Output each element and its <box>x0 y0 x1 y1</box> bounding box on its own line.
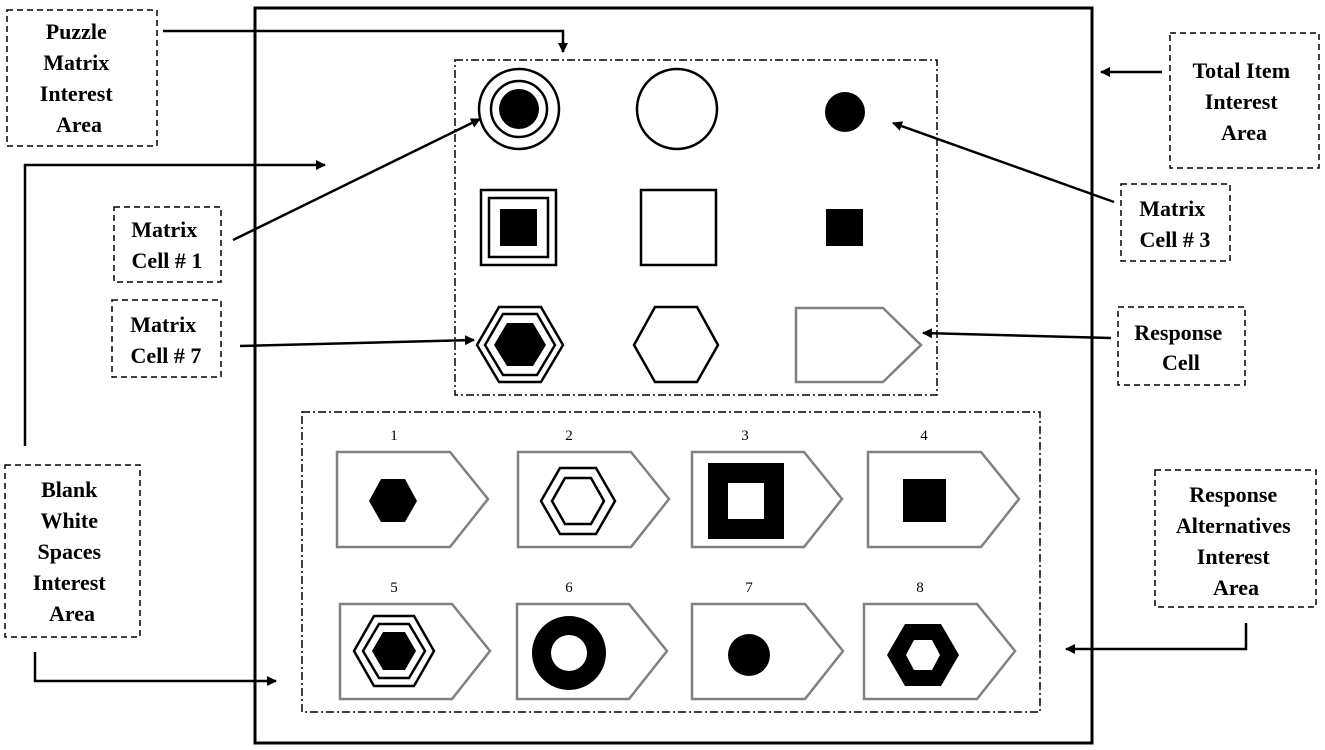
matrix-cell-2-circle <box>635 67 719 151</box>
alternative-card-5[interactable] <box>338 602 492 701</box>
alt-number-8: 8 <box>916 580 924 596</box>
alt-number-3: 3 <box>741 428 749 444</box>
response-alternatives-area <box>301 411 1041 713</box>
alt-number-1: 1 <box>390 428 398 444</box>
label-box-response-alternatives <box>1154 469 1317 608</box>
label-box-matrix-cell-3 <box>1120 183 1231 262</box>
arrow-matrix-cell-1 <box>232 117 481 242</box>
label-box-total-item <box>1169 32 1320 169</box>
arrow-blank-white-top <box>23 160 326 446</box>
label-box-blank-white <box>4 464 141 638</box>
matrix-cell-7-dot <box>494 323 546 366</box>
label-blank-white: Blank White Spaces Interest Area <box>33 477 111 626</box>
alt-number-6: 6 <box>565 580 573 596</box>
alternative-card-6[interactable] <box>515 602 669 701</box>
matrix-cell-3-dot <box>825 92 865 132</box>
arrow-matrix-cell-7 <box>239 335 475 348</box>
alternative-card-2[interactable] <box>516 450 671 549</box>
alt-number-2: 2 <box>565 428 573 444</box>
matrix-cell-6-square <box>826 209 863 246</box>
arrow-response-alternatives <box>1065 623 1248 654</box>
label-response-alternatives: Response Alternatives Interest Area <box>1176 482 1296 600</box>
alt-number-7: 7 <box>745 580 753 596</box>
arrow-matrix-cell-3 <box>892 121 1115 204</box>
label-box-response-cell <box>1117 306 1246 386</box>
alt-number-4: 4 <box>920 428 928 444</box>
alternative-card-8[interactable] <box>862 602 1017 701</box>
matrix-cell-8-hexagon <box>632 305 720 384</box>
alt1-solid-hexagon <box>369 479 417 522</box>
label-box-puzzle-matrix <box>6 9 158 147</box>
matrix-cell-1-dot <box>499 89 539 129</box>
response-cell-empty <box>794 306 923 384</box>
alternative-card-3[interactable] <box>690 450 844 549</box>
label-box-matrix-cell-7 <box>111 299 222 378</box>
total-item-frame <box>253 6 1094 745</box>
alternative-card-1[interactable] <box>335 450 490 549</box>
alt-number-5: 5 <box>390 580 398 596</box>
arrow-puzzle-matrix <box>163 29 568 53</box>
alternative-card-4[interactable] <box>866 450 1021 549</box>
label-total-item: Total Item Interest Area <box>1192 58 1295 145</box>
matrix-cell-4-dot <box>500 209 537 246</box>
label-matrix-cell-1: Matrix Cell # 1 <box>131 217 202 273</box>
puzzle-matrix-area <box>454 59 938 396</box>
label-matrix-cell-7: Matrix Cell # 7 <box>130 312 201 368</box>
arrow-response-cell <box>922 328 1112 340</box>
label-box-matrix-cell-1 <box>113 206 222 283</box>
alternative-card-7[interactable] <box>690 602 845 701</box>
label-response-cell: Response Cell <box>1134 320 1228 375</box>
arrow-blank-white-bottom <box>33 652 277 686</box>
label-puzzle-matrix: Puzzle Matrix Interest Area <box>40 19 118 137</box>
matrix-cell-5-square <box>639 188 718 267</box>
label-matrix-cell-3: Matrix Cell # 3 <box>1139 196 1210 252</box>
